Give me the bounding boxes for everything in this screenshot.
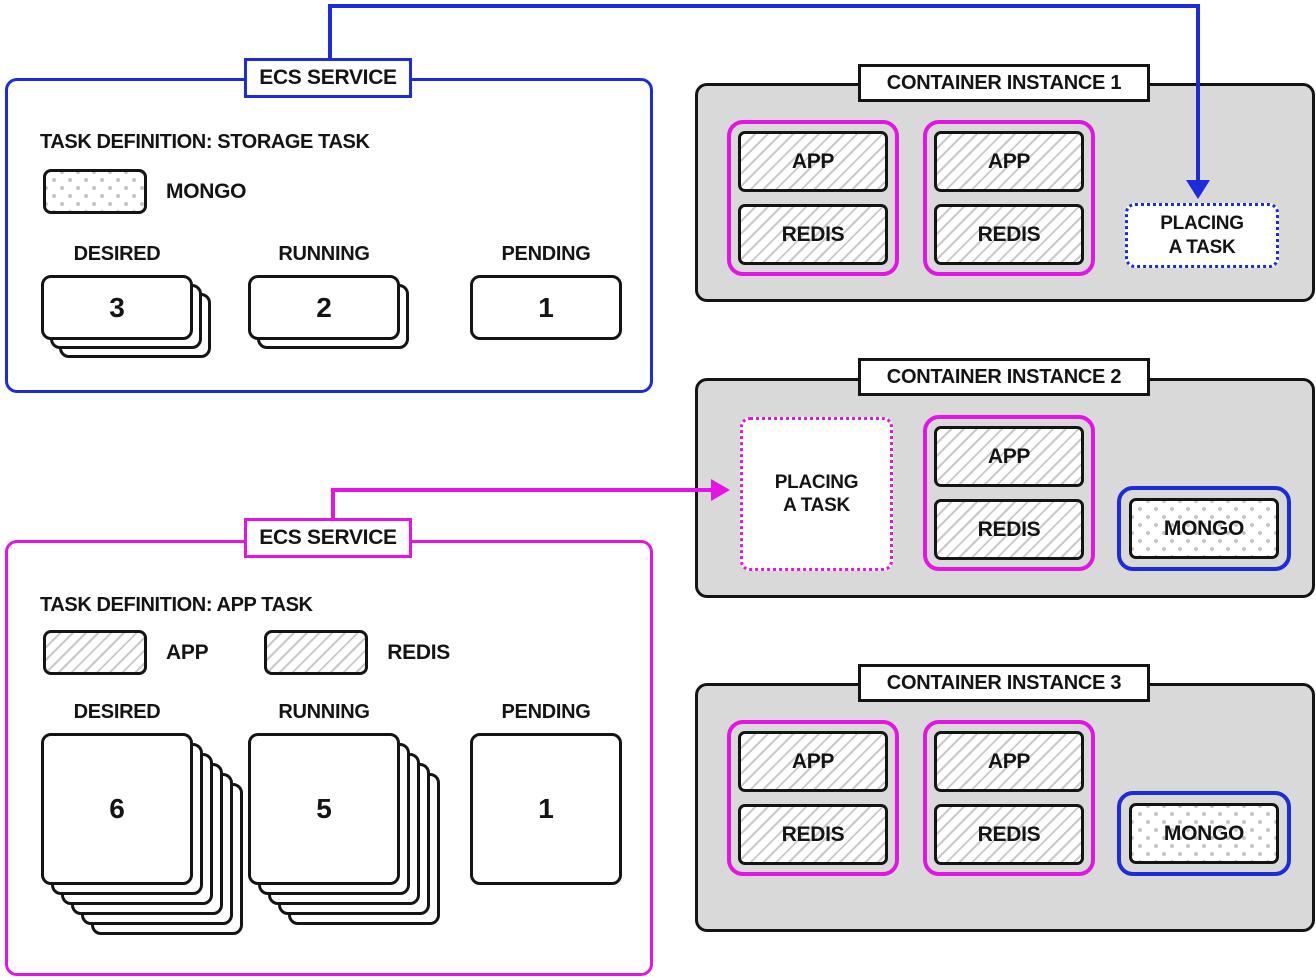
placing-a-task-box: PLACING A TASK: [1125, 203, 1279, 268]
redis-container: REDIS: [738, 804, 888, 865]
counter-running-label: RUNNING: [278, 701, 370, 723]
app-task-legend: APP REDIS: [43, 630, 450, 675]
counter-desired-label: DESIRED: [73, 243, 161, 265]
task-count-card: 1: [470, 733, 622, 885]
mongo-task-group: MONGO: [1117, 486, 1291, 571]
task-count-card: 6: [41, 733, 193, 885]
app-container: APP: [934, 131, 1084, 192]
ecs-service-app-tag: ECS SERVICE: [244, 518, 412, 558]
running-task-stack: 5: [248, 733, 440, 925]
counter-running-label: RUNNING: [278, 243, 370, 265]
app-container: APP: [738, 731, 888, 792]
redis-container: REDIS: [934, 204, 1084, 265]
placing-line-1: PLACING: [774, 471, 859, 493]
redis-swatch: [264, 630, 369, 675]
mongo-container: MONGO: [1129, 498, 1279, 559]
app-task-group: APP REDIS: [727, 120, 899, 276]
app-container: APP: [934, 731, 1084, 792]
app-swatch: [43, 630, 147, 675]
mongo-task-group: MONGO: [1117, 791, 1291, 876]
mongo-swatch: [43, 169, 147, 214]
counter-desired: DESIRED 6: [41, 701, 243, 935]
ecs-service-app-box: TASK DEFINITION: APP TASK APP REDIS DESI…: [5, 540, 653, 976]
redis-legend-label: REDIS: [387, 640, 450, 664]
counter-desired-label: DESIRED: [73, 701, 161, 723]
app-task-definition-title: TASK DEFINITION: APP TASK: [40, 594, 313, 616]
placing-line-2: A TASK: [783, 495, 850, 516]
mongo-container: MONGO: [1129, 803, 1279, 864]
task-count-card: 2: [248, 275, 400, 340]
container-instance-2: PLACING A TASK APP REDIS MONGO: [695, 378, 1315, 598]
task-count-card: 1: [470, 275, 622, 340]
counter-pending: PENDING 1: [470, 243, 622, 340]
storage-task-legend: MONGO: [43, 169, 246, 214]
running-task-stack: 2: [248, 275, 409, 349]
redis-container: REDIS: [934, 804, 1084, 865]
counter-running: RUNNING 5: [248, 701, 440, 925]
container-instance-1: APP REDIS APP REDIS PLACING A TASK: [695, 83, 1315, 302]
app-container: APP: [934, 426, 1084, 487]
redis-container: REDIS: [934, 499, 1084, 560]
container-instance-2-tag: CONTAINER INSTANCE 2: [858, 358, 1150, 396]
pending-task-stack: 1: [470, 733, 622, 885]
pending-task-stack: 1: [470, 275, 622, 340]
task-count-card: 5: [248, 733, 400, 885]
container-instance-3: APP REDIS APP REDIS MONGO: [695, 683, 1315, 932]
desired-task-stack: 3: [41, 275, 211, 358]
counter-desired: DESIRED 3: [41, 243, 211, 358]
counter-pending: PENDING 1: [470, 701, 622, 885]
redis-container: REDIS: [738, 204, 888, 265]
app-container: APP: [738, 131, 888, 192]
app-task-group: APP REDIS: [923, 120, 1095, 276]
app-task-group: APP REDIS: [727, 720, 899, 876]
container-instance-3-tag: CONTAINER INSTANCE 3: [858, 664, 1150, 702]
mongo-legend-label: MONGO: [166, 179, 247, 203]
container-instance-1-tag: CONTAINER INSTANCE 1: [858, 64, 1150, 102]
ecs-service-storage-tag: ECS SERVICE: [244, 58, 412, 98]
counter-pending-label: PENDING: [501, 701, 591, 723]
app-service-placement-arrow-line: [331, 488, 712, 518]
storage-task-definition-title: TASK DEFINITION: STORAGE TASK: [40, 131, 370, 153]
ecs-service-storage-box: TASK DEFINITION: STORAGE TASK MONGO DESI…: [5, 78, 653, 393]
counter-running: RUNNING 2: [248, 243, 409, 349]
app-task-group: APP REDIS: [923, 720, 1095, 876]
app-task-group: APP REDIS: [923, 415, 1095, 571]
task-count-card: 3: [41, 275, 193, 340]
counter-pending-label: PENDING: [501, 243, 591, 265]
app-legend-label: APP: [166, 640, 209, 664]
placing-a-task-box: PLACING A TASK: [740, 417, 893, 571]
placing-line-1: PLACING: [1160, 213, 1244, 235]
placing-line-2: A TASK: [1168, 236, 1236, 258]
desired-task-stack: 6: [41, 733, 243, 935]
